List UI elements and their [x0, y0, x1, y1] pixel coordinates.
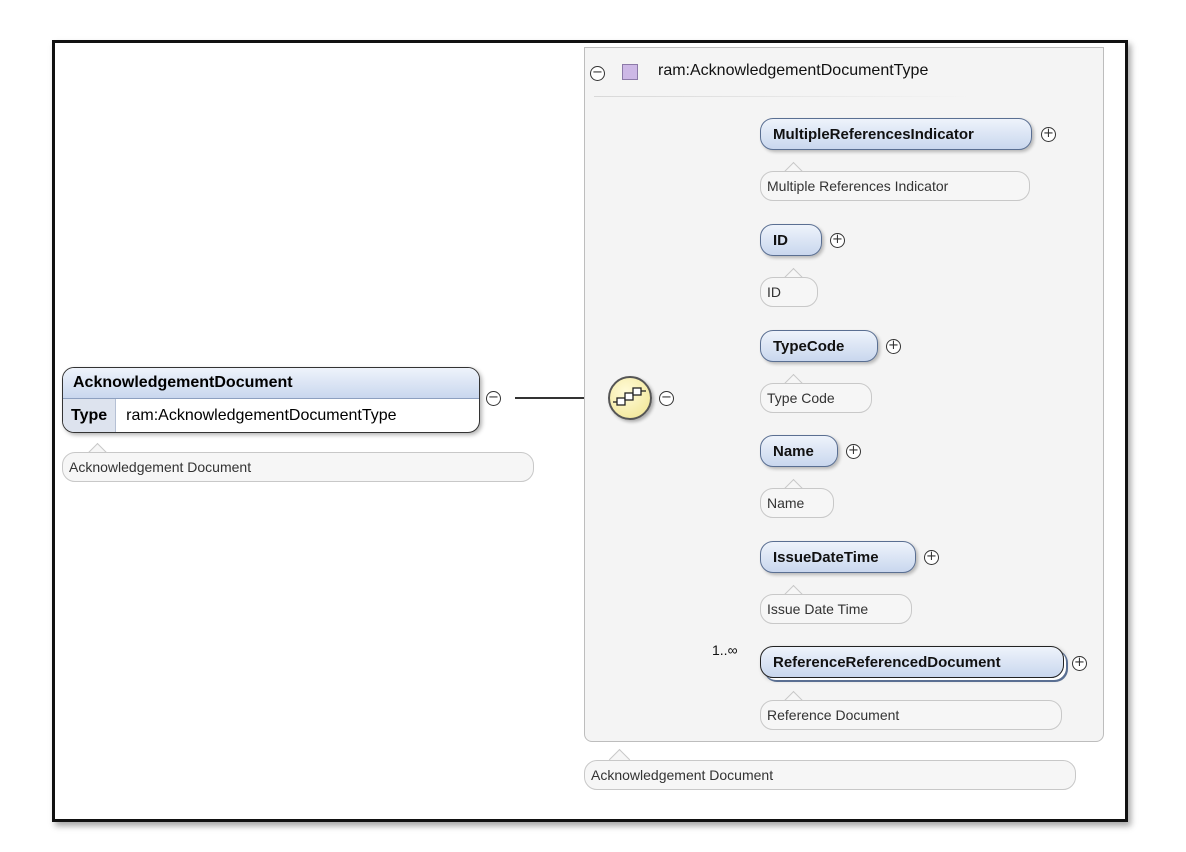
- complex-type-doc-note: Acknowledgement Document: [584, 760, 1076, 790]
- doc-issue-date-time: Issue Date Time: [760, 594, 912, 624]
- doc-reference-referenced-document: Reference Document: [760, 700, 1062, 730]
- type-separator: [594, 96, 974, 97]
- expand-reference-referenced-document-icon[interactable]: +: [1072, 656, 1087, 671]
- expand-issue-date-time-icon[interactable]: +: [924, 550, 939, 565]
- element-name[interactable]: Name: [760, 435, 838, 467]
- collapse-type-icon[interactable]: −: [590, 66, 605, 81]
- doc-type-code: Type Code: [760, 383, 872, 413]
- occurrence-label: 1..∞: [712, 642, 738, 658]
- sequence-compositor-icon[interactable]: [608, 376, 652, 420]
- element-reference-referenced-document[interactable]: ReferenceReferencedDocument: [760, 646, 1064, 678]
- collapse-sequence-icon[interactable]: −: [659, 391, 674, 406]
- element-id[interactable]: ID: [760, 224, 822, 256]
- element-multiple-references-indicator[interactable]: MultipleReferencesIndicator: [760, 118, 1032, 150]
- expand-multiple-references-indicator-icon[interactable]: +: [1041, 127, 1056, 142]
- complex-type-icon: [622, 64, 638, 80]
- collapse-root-icon[interactable]: −: [486, 391, 501, 406]
- element-type-code[interactable]: TypeCode: [760, 330, 878, 362]
- root-type-value: ram:AcknowledgementDocumentType: [126, 406, 397, 424]
- root-doc-note: Acknowledgement Document: [62, 452, 534, 482]
- sequence-glyph-icon: [613, 387, 646, 406]
- expand-type-code-icon[interactable]: +: [886, 339, 901, 354]
- doc-name: Name: [760, 488, 834, 518]
- element-issue-date-time[interactable]: IssueDateTime: [760, 541, 916, 573]
- complex-type-name: ram:AcknowledgementDocumentType: [658, 62, 929, 79]
- expand-name-icon[interactable]: +: [846, 444, 861, 459]
- root-type-row: Type ram:AcknowledgementDocumentType: [63, 399, 479, 432]
- root-type-label: Type: [63, 399, 117, 432]
- doc-id: ID: [760, 277, 818, 307]
- doc-multiple-references-indicator: Multiple References Indicator: [760, 171, 1030, 201]
- expand-id-icon[interactable]: +: [830, 233, 845, 248]
- root-element-name: AcknowledgementDocument: [63, 368, 479, 399]
- root-element-box[interactable]: AcknowledgementDocument Type ram:Acknowl…: [62, 367, 480, 433]
